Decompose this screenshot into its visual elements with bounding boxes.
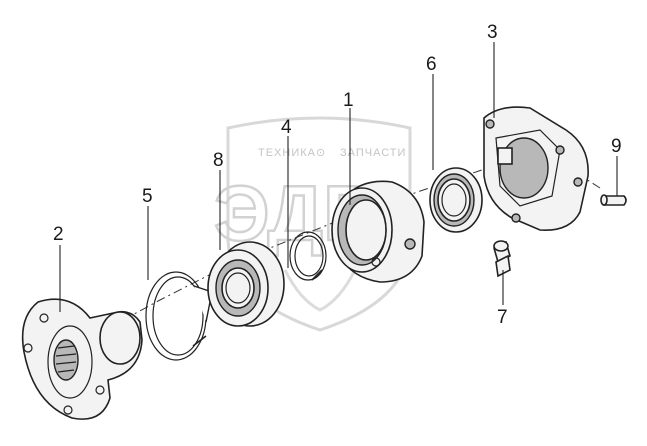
callout-3: 3	[487, 22, 498, 43]
callout-1: 1	[343, 90, 354, 111]
part-8-bearing	[207, 241, 285, 327]
part-5-circlip	[145, 271, 213, 361]
callout-labels: 1 2 3 4 5 6 7 8 9	[53, 22, 622, 328]
leader-lines	[59, 42, 618, 312]
part-2-flange	[21, 298, 143, 420]
part-7-grease-nipple	[493, 240, 511, 278]
callout-6: 6	[426, 54, 437, 75]
callout-7: 7	[497, 307, 508, 328]
part-9-pin	[600, 194, 627, 206]
callout-9: 9	[611, 136, 622, 157]
callout-8: 8	[213, 150, 224, 171]
watermark-line1: ТЕХНИКА	[258, 147, 316, 159]
callout-5: 5	[142, 186, 153, 207]
watermark-dot: ⊙	[316, 147, 326, 159]
part-1-housing	[331, 180, 425, 283]
part-6-seal	[429, 167, 483, 233]
part-3-cover	[483, 106, 589, 231]
watermark-line2: ЗАПЧАСТИ	[340, 147, 406, 159]
callout-4: 4	[281, 117, 292, 138]
callout-2: 2	[53, 224, 64, 245]
part-4-snap-ring	[289, 231, 327, 281]
